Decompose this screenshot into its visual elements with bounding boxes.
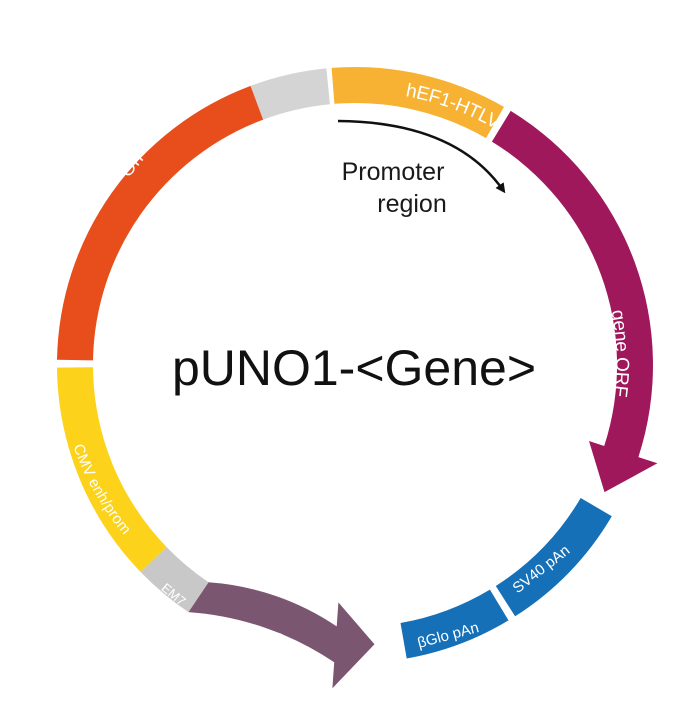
gene-orf-arrow xyxy=(491,110,658,493)
gene-orf-label: gene ORF xyxy=(607,308,633,398)
promoter-note-line1: Promoter xyxy=(342,158,445,186)
sv40-pan-segment xyxy=(495,498,612,617)
bsrr-arrow xyxy=(188,582,375,689)
cmv-enh-prom-segment xyxy=(57,367,167,572)
promoter-direction-arrow xyxy=(337,119,506,194)
bglo-pan-segment xyxy=(400,589,509,659)
em7-segment xyxy=(140,547,209,613)
ori-segment xyxy=(57,85,264,361)
hef1-htlv-segment xyxy=(331,66,504,139)
spacer-segment xyxy=(250,68,330,120)
promoter-note-line2: region xyxy=(377,190,447,218)
plasmid-title: pUNO1-<Gene> xyxy=(172,340,536,396)
